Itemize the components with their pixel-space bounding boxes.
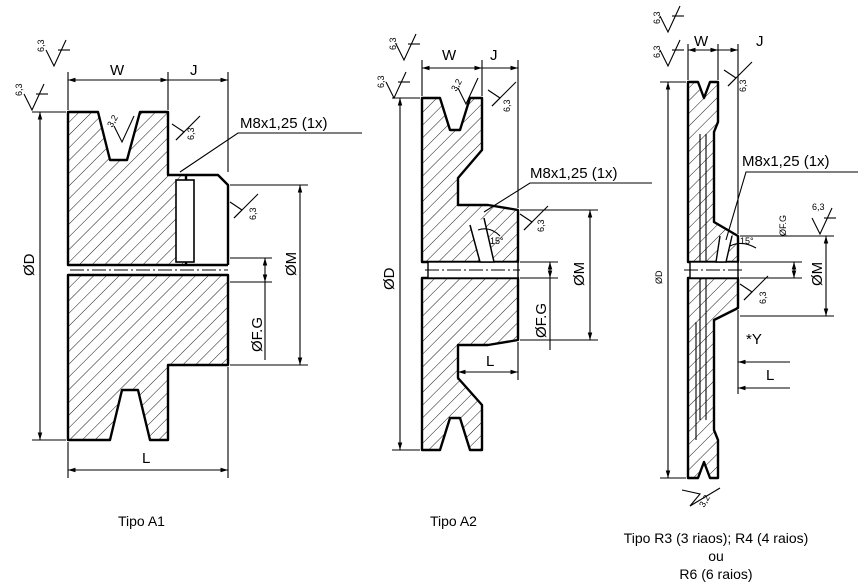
- a2-rough-5: 6,3: [536, 219, 546, 232]
- caption-a2: Tipo A2: [430, 513, 477, 529]
- r-label-w: W: [694, 33, 709, 50]
- a1-upper-section: [66, 110, 188, 267]
- r-rough-1: 6,3: [652, 11, 662, 24]
- caption-r-line2: ou: [708, 548, 724, 564]
- a1-label-fg: ØF.G: [249, 317, 266, 352]
- a1-rough-3: 3,2: [105, 113, 120, 129]
- a2-label-angle: 15°: [490, 236, 504, 246]
- a2-label-d: ØD: [381, 267, 398, 290]
- a2-rough-1: 6,3: [388, 37, 398, 50]
- r-label-l: L: [766, 367, 774, 384]
- a1-label-d: ØD: [21, 253, 38, 276]
- r-label-thread: M8x1,25 (1x): [742, 153, 830, 170]
- pulley-type-a2: 6,3 6,3 3,2 6,3 6,3 W J M8x1,25 (1x) 15°…: [376, 33, 652, 529]
- caption-r-line1: Tipo R3 (3 riaos); R4 (4 raios): [624, 530, 809, 546]
- a1-rough-2: 6,3: [14, 83, 24, 96]
- r-label-fg: ØF.G: [778, 215, 788, 236]
- r-rough-4: 6,3: [812, 202, 825, 212]
- a1-lower-section: [66, 273, 230, 442]
- a2-lower-section: [420, 276, 520, 452]
- a1-label-w: W: [110, 62, 125, 79]
- r-label-angle: 15°: [740, 236, 754, 246]
- r-rough-2: 6,3: [652, 45, 662, 58]
- caption-a1: Tipo A1: [118, 513, 165, 529]
- a2-label-thread: M8x1,25 (1x): [530, 165, 618, 182]
- a2-rough-4: 6,3: [502, 99, 512, 112]
- a1-rough-5: 6,3: [248, 207, 258, 220]
- a2-label-w: W: [442, 47, 457, 64]
- a1-rough-4: 6,3: [186, 127, 196, 140]
- a2-rough-3: 3,2: [449, 77, 464, 93]
- a1-label-m: ØM: [283, 252, 300, 276]
- a2-label-j: J: [490, 47, 498, 64]
- a1-label-j: J: [190, 62, 198, 79]
- r-upper-section: [686, 80, 740, 264]
- pulley-type-r: 6,3 6,3 6,3 6,3 6,3 3,2 W J M8x1,25 (1x)…: [624, 5, 858, 582]
- r-label-j: J: [756, 33, 764, 50]
- caption-r-line3: R6 (6 raios): [679, 566, 752, 582]
- a2-rough-2: 6,3: [376, 75, 386, 88]
- a2-label-fg: ØF.G: [533, 303, 550, 338]
- a2-label-m: ØM: [571, 262, 588, 286]
- a1-hub-upper: [186, 173, 230, 265]
- a2-label-l: L: [486, 353, 494, 370]
- r-threaded-hole: [715, 235, 733, 263]
- a1-label-l: L: [142, 450, 150, 467]
- pulley-type-a1: 6,3 6,3 3,2 6,3 6,3 W J M8x1,25 (1x) ØD …: [14, 39, 362, 529]
- r-label-m: ØM: [809, 262, 826, 286]
- a1-rough-1: 6,3: [36, 39, 46, 52]
- r-rough-3: 6,3: [738, 79, 748, 92]
- r-rough-5: 6,3: [758, 291, 768, 304]
- r-label-d: ØD: [654, 270, 664, 284]
- a1-label-thread: M8x1,25 (1x): [240, 115, 328, 132]
- r-label-y: *Y: [746, 331, 762, 348]
- a2-upper-section: [420, 96, 520, 264]
- a1-threaded-hole: [175, 179, 195, 263]
- a2-threaded-hole: [469, 217, 495, 263]
